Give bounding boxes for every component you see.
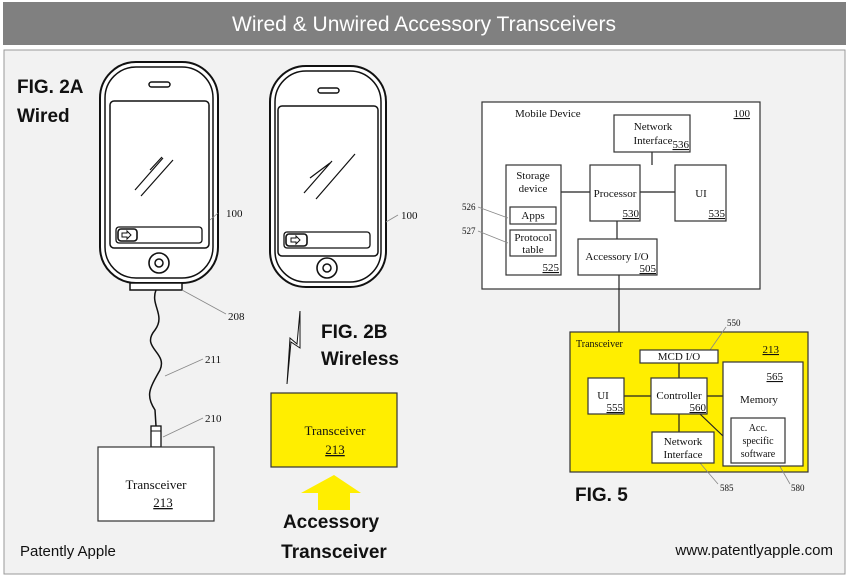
transceiver-label: Transceiver	[576, 339, 624, 350]
fig2a-label: FIG. 2A	[17, 77, 84, 98]
callout-line1: Accessory	[283, 512, 380, 533]
transceiver-wireless-label: Transceiver	[305, 423, 367, 438]
network-interface-line2: Interface	[633, 135, 672, 147]
transceiver-ui-ref: 555	[607, 402, 624, 414]
ref-527: 527	[462, 226, 476, 236]
dock-connector	[130, 283, 182, 290]
network-interface-line1: Network	[634, 121, 673, 133]
ref-580: 580	[791, 483, 805, 493]
ref-585: 585	[720, 483, 734, 493]
mobile-device-label: Mobile Device	[515, 108, 581, 120]
mobile-device-ref: 100	[734, 108, 751, 120]
mcd-io-label: MCD I/O	[658, 351, 701, 363]
storage-ref: 525	[543, 262, 560, 274]
accessory-io-ref: 505	[640, 263, 657, 275]
transceiver-wireless-ref: 213	[325, 442, 345, 457]
storage-line2: device	[519, 183, 548, 195]
site-url[interactable]: www.patentlyapple.com	[674, 542, 833, 559]
controller-ref: 560	[690, 402, 707, 414]
phone-wired	[100, 62, 218, 283]
processor-label: Processor	[594, 188, 637, 200]
fig5-label: FIG. 5	[575, 485, 628, 506]
memory-ref: 565	[767, 371, 784, 383]
apps-label: Apps	[521, 210, 544, 222]
fig2b-sublabel: Wireless	[321, 349, 399, 370]
transceiver-network-line2: Interface	[663, 449, 702, 461]
acc-software-line1: Acc.	[749, 423, 768, 434]
accessory-io-label: Accessory I/O	[585, 251, 648, 263]
ref-526: 526	[462, 202, 476, 212]
ref-550: 550	[727, 318, 741, 328]
plug	[151, 426, 161, 447]
brand-label: Patently Apple	[20, 543, 116, 560]
controller-label: Controller	[656, 390, 702, 402]
memory-label: Memory	[740, 394, 778, 406]
ref-100-a: 100	[226, 208, 243, 220]
page-title: Wired & Unwired Accessory Transceivers	[232, 13, 616, 36]
protocol-line1: Protocol	[514, 232, 551, 244]
transceiver-network-line1: Network	[664, 436, 703, 448]
fig2a-sublabel: Wired	[17, 106, 70, 127]
ui-ref: 535	[709, 208, 726, 220]
storage-line1: Storage	[516, 170, 550, 182]
transceiver-wired-label: Transceiver	[126, 477, 188, 492]
ref-210: 210	[205, 413, 222, 425]
ref-211: 211	[205, 354, 221, 366]
callout-line2: Transceiver	[281, 542, 387, 563]
transceiver-ref: 213	[763, 344, 780, 356]
processor-ref: 530	[623, 208, 640, 220]
fig2b-label: FIG. 2B	[321, 322, 388, 343]
ref-208: 208	[228, 311, 245, 323]
transceiver-wired-ref: 213	[153, 495, 173, 510]
phone-wireless	[270, 66, 386, 287]
acc-software-line3: software	[741, 449, 776, 460]
protocol-line2: table	[522, 244, 543, 256]
transceiver-ui-label: UI	[597, 390, 609, 402]
acc-software-line2: specific	[742, 436, 774, 447]
ref-100-b: 100	[401, 210, 418, 222]
network-interface-ref: 536	[673, 139, 690, 151]
ui-label: UI	[695, 188, 707, 200]
